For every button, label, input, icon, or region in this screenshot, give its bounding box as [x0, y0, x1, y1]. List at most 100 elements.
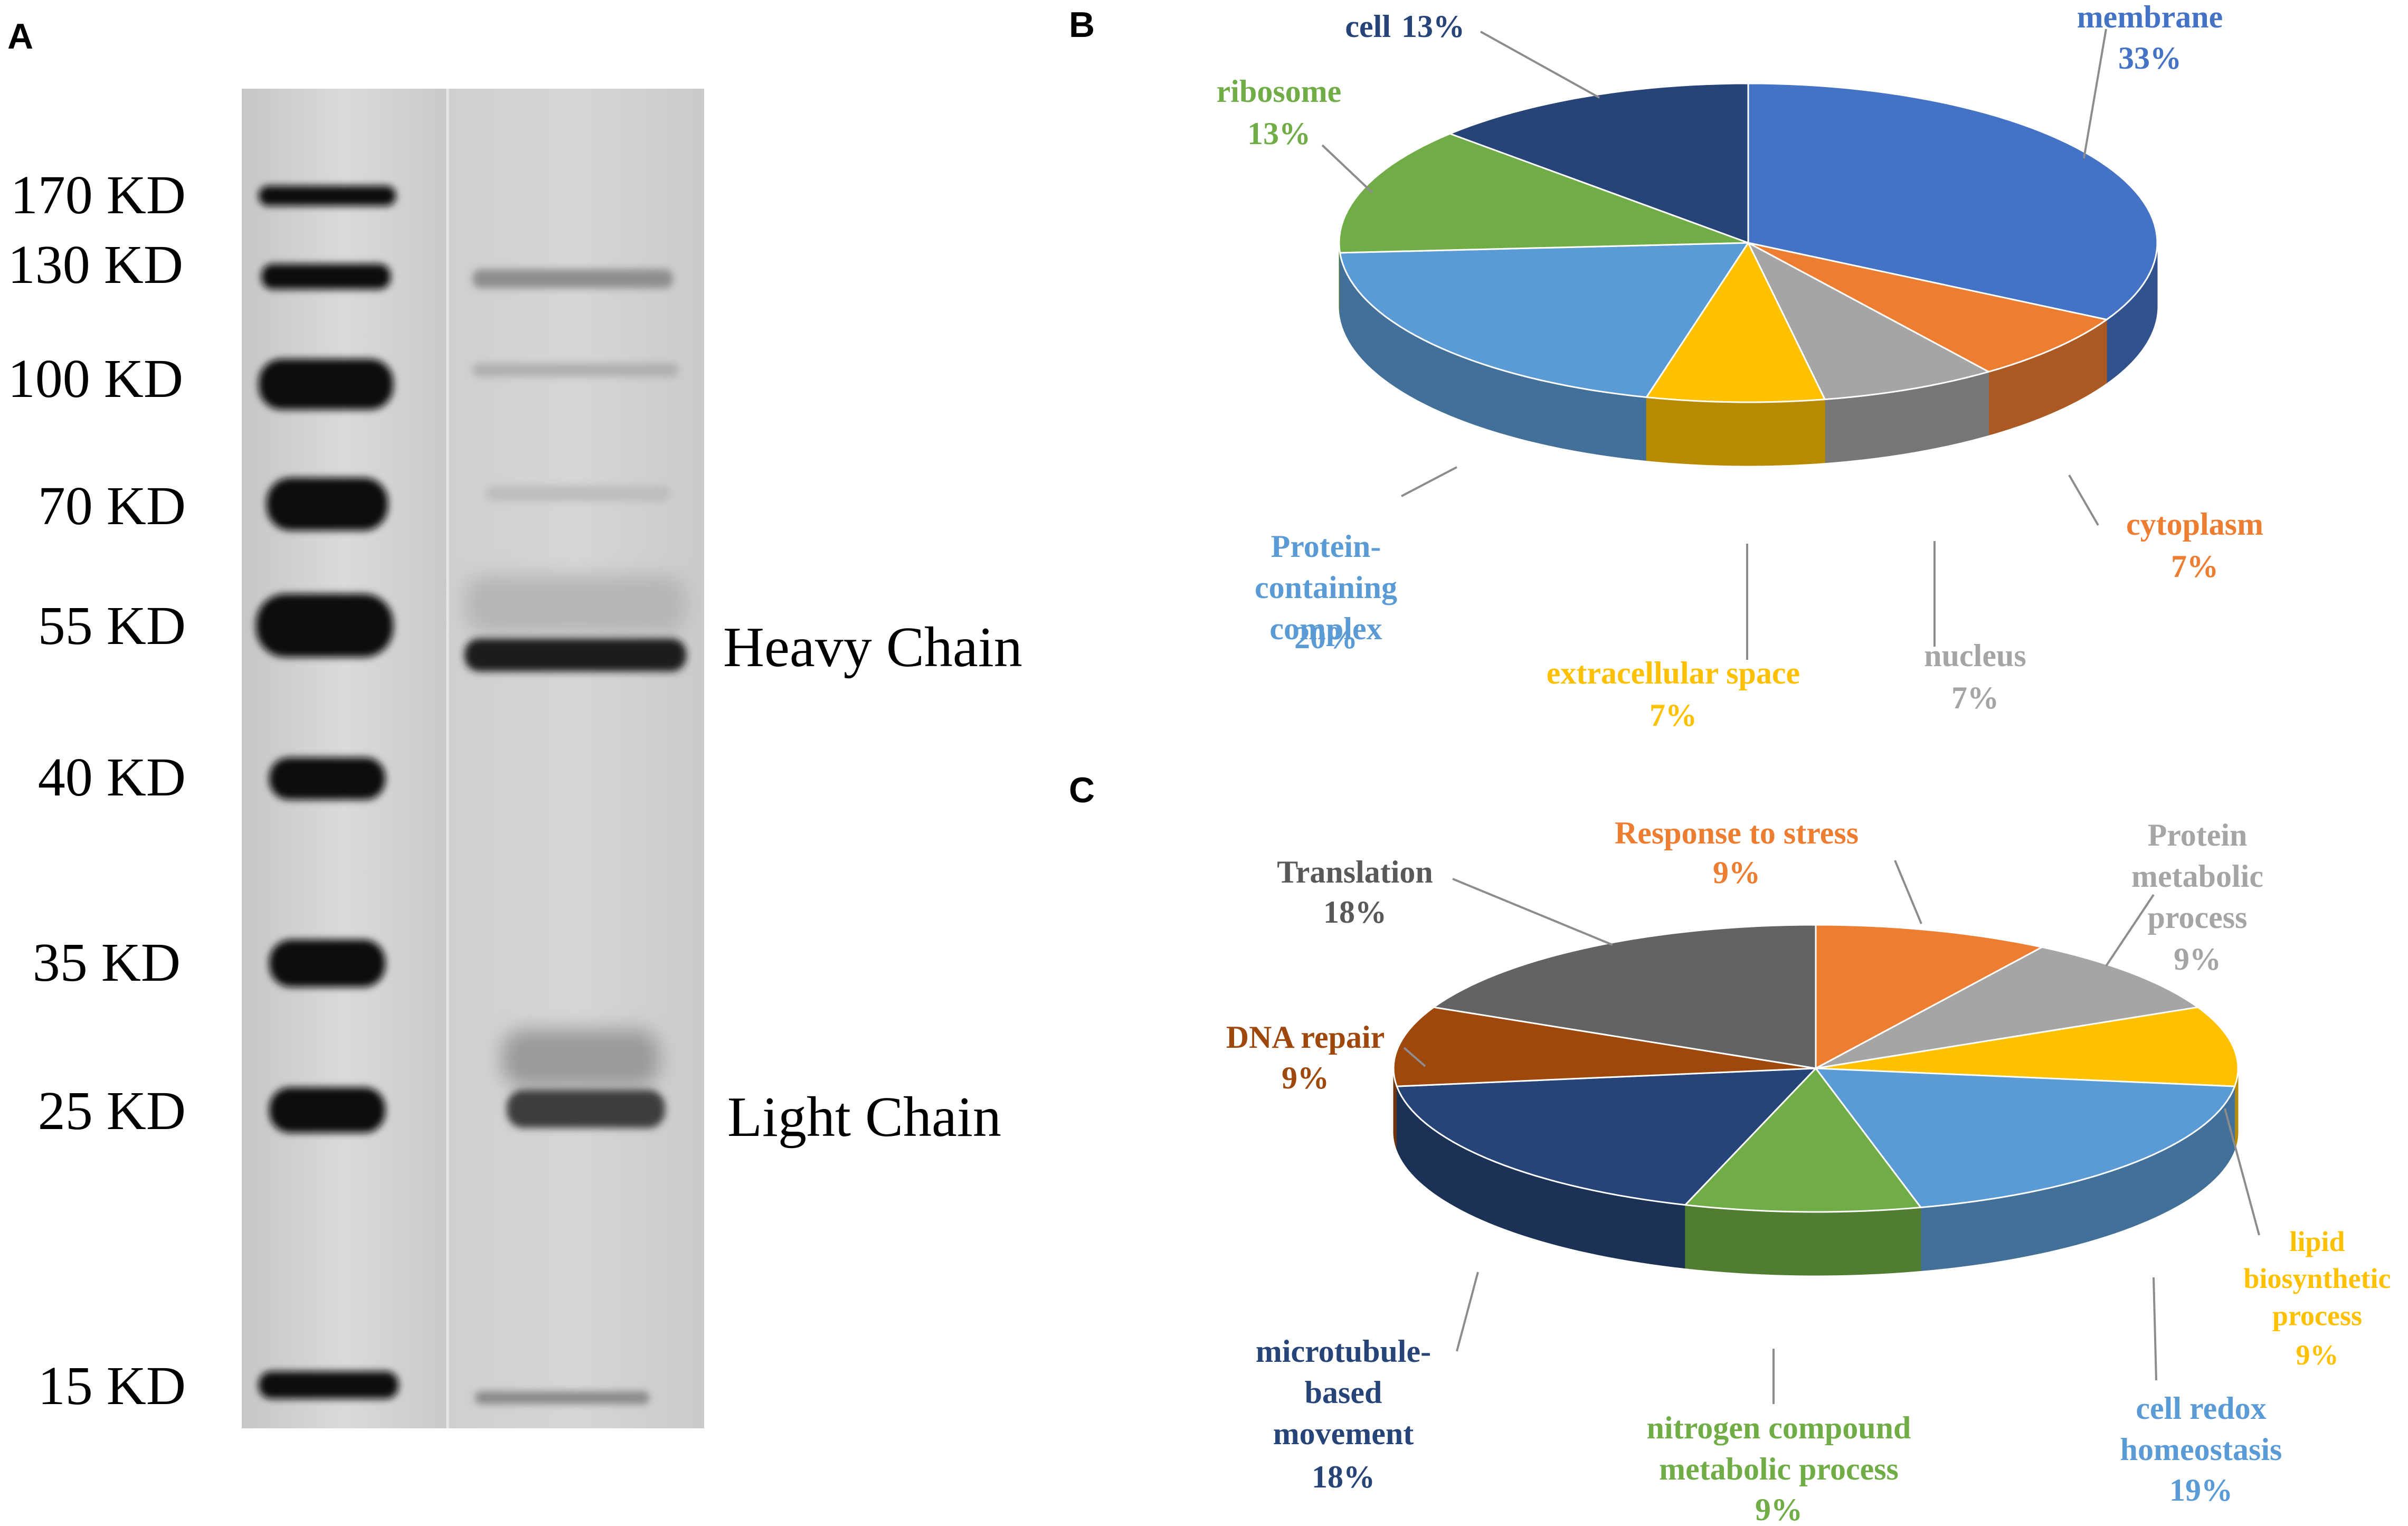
pie-slice: [1815, 924, 2043, 1069]
sample-faint-band-100: [472, 363, 678, 377]
marker-labels: 170 KD 130 KD 100 KD 70 KD 55 KD 40 KD 3…: [8, 165, 186, 1416]
slice-percent: 19%: [2169, 1473, 2233, 1508]
slice-percent: 9%: [2296, 1339, 2339, 1371]
ladder-band-25: [269, 1087, 385, 1133]
pie-slice: [1815, 1006, 2239, 1087]
ladder-band-35: [269, 940, 385, 987]
panel-label-a: A: [7, 16, 33, 56]
light-chain-band: [507, 1090, 665, 1128]
slice-percent: 9%: [1755, 1492, 1803, 1526]
sample-faint-band-130: [472, 269, 673, 288]
ladder-band-55: [256, 594, 393, 657]
ladder-band-70: [267, 478, 388, 530]
pie-b-leader-lines: [1321, 29, 2107, 660]
marker-label: 130 KD: [8, 234, 183, 295]
slice-label: cytoplasm: [2126, 507, 2263, 542]
light-chain-label: Light Chain: [727, 1086, 1001, 1149]
pie-slice: [1747, 82, 2158, 320]
leader-line: [2105, 894, 2155, 967]
pie-slice-side: [1685, 1205, 1921, 1276]
slice-percent: 7%: [1951, 680, 1999, 715]
sample-low-band-15: [475, 1391, 649, 1404]
ladder-bands: [256, 186, 399, 1399]
slice-percent: 9%: [2174, 942, 2221, 977]
pie-chart-c: [1392, 924, 2239, 1276]
pie-slice: [1747, 242, 1990, 401]
pie-c-leader-lines: [1403, 860, 2260, 1404]
pie-slice: [1747, 242, 2108, 373]
pie-slice: [1338, 132, 1749, 254]
marker-label: 70 KD: [38, 476, 186, 536]
leader-line: [2153, 1277, 2157, 1381]
heavy-chain-label: Heavy Chain: [723, 616, 1022, 679]
slice-label: extracellular space: [1547, 656, 1800, 690]
leader-line: [2083, 29, 2107, 159]
panel-label-c: C: [1069, 770, 1095, 810]
gel-panel: 170 KD 130 KD 100 KD 70 KD 55 KD 40 KD 3…: [8, 89, 1022, 1428]
marker-label: 170 KD: [11, 165, 186, 225]
ladder-band-40: [269, 757, 385, 800]
pie-slice: [1396, 1067, 1817, 1206]
pie-slice-side: [1646, 396, 1825, 466]
leader-line: [2224, 1108, 2260, 1236]
leader-line: [1401, 466, 1457, 497]
pie-slice: [1433, 924, 1817, 1069]
slice-label: cell: [1345, 9, 1391, 44]
slice-percent: 7%: [1649, 698, 1697, 733]
light-chain-smear: [501, 1029, 660, 1087]
marker-label: 25 KD: [38, 1080, 186, 1141]
sample-smear-55: [464, 575, 686, 633]
slice-label: membrane: [2077, 0, 2223, 34]
pie-b-labels: membrane 33% cytoplasm 7% nucleus 7% ext…: [1217, 0, 2263, 733]
leader-line: [1894, 860, 1922, 924]
panel-label-b: B: [1069, 5, 1095, 45]
slice-percent: 13%: [1247, 116, 1311, 151]
leader-line: [2068, 474, 2099, 526]
slice-percent: 7%: [2171, 549, 2219, 584]
leader-line: [1403, 1047, 1426, 1067]
leader-line: [1321, 144, 1373, 194]
ladder-band-15: [259, 1371, 399, 1399]
slice-label: nucleus: [1924, 638, 2026, 673]
pie-slice: [1684, 1067, 1922, 1213]
pie-slice: [1815, 1067, 2236, 1208]
pie-slice: [1449, 82, 1749, 244]
leader-line: [1456, 1272, 1479, 1352]
pie-slice: [1815, 946, 2199, 1069]
slice-percent: 33%: [2118, 41, 2182, 75]
marker-label: 100 KD: [8, 348, 183, 409]
heavy-chain-band: [464, 639, 686, 671]
slice-percent: 9%: [1282, 1060, 1329, 1095]
marker-label: 35 KD: [33, 932, 181, 993]
ladder-band-100: [259, 359, 393, 410]
slice-label: Translation: [1277, 855, 1433, 889]
gel-sample-lane: [448, 89, 704, 1428]
leader-line: [1480, 31, 1600, 99]
ladder-band-170: [259, 186, 396, 206]
marker-label: 55 KD: [38, 595, 186, 656]
slice-percent: 18%: [1312, 1459, 1375, 1494]
slice-percent: 18%: [1323, 895, 1387, 930]
marker-label: 15 KD: [38, 1356, 186, 1416]
ladder-band-130: [261, 264, 391, 289]
slice-percent: 9%: [1713, 855, 1760, 890]
pie-slice: [1392, 1006, 1817, 1087]
pie-slice: [1645, 242, 1826, 403]
slice-percent: 20%: [1294, 620, 1358, 655]
slice-label: DNA repair: [1226, 1020, 1385, 1055]
slice-label: ribosome: [1217, 74, 1342, 109]
pie-slice: [1339, 242, 1749, 399]
leader-line: [1452, 878, 1613, 946]
pie-chart-b: [1338, 82, 2158, 466]
slice-label: Response to stress: [1615, 816, 1859, 850]
sample-faint-band-70: [486, 486, 670, 501]
marker-label: 40 KD: [38, 747, 186, 808]
